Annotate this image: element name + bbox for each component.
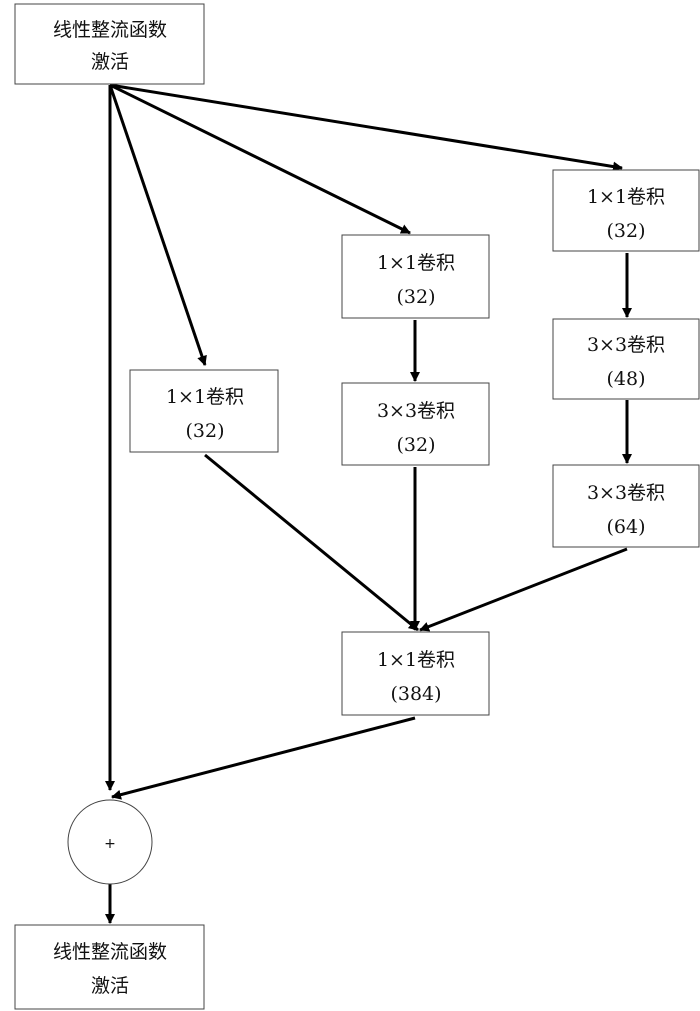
node-branch3-conv3x3-a: 3×3卷积 (48): [552, 318, 700, 400]
node-branch2-conv1x1-line1: 1×1卷积: [377, 252, 455, 274]
node-branch2-conv3x3: 3×3卷积 (32): [341, 382, 490, 466]
node-merge-conv1x1-line2: (384): [390, 683, 441, 705]
node-branch3-conv3x3-a-line1: 3×3卷积: [587, 334, 665, 356]
node-branch2-conv3x3-line1: 3×3卷积: [377, 400, 455, 422]
node-merge-conv1x1: 1×1卷积 (384): [341, 631, 490, 716]
node-branch2-conv1x1-line2: (32): [396, 286, 435, 308]
edge-merge-to-add: [111, 716, 416, 800]
edge-b1-to-merge: [204, 453, 419, 632]
edge-relu-to-branch3: [109, 83, 623, 172]
node-merge-conv1x1-line1: 1×1卷积: [377, 649, 455, 671]
node-branch1-conv1x1-line1: 1×1卷积: [166, 386, 244, 408]
edge-relu-to-branch1: [108, 84, 207, 366]
node-relu-top-line1: 线性整流函数: [53, 19, 167, 41]
node-relu-bottom-line2: 激活: [91, 975, 129, 997]
node-branch3-conv3x3-b: 3×3卷积 (64): [552, 464, 700, 548]
node-relu-top-line2: 激活: [91, 51, 129, 73]
node-add: +: [67, 799, 153, 885]
node-branch3-conv1x1-line1: 1×1卷积: [587, 186, 665, 208]
node-branch3-conv3x3-b-line1: 3×3卷积: [587, 482, 665, 504]
node-branch1-conv1x1-line2: (32): [185, 420, 224, 442]
node-relu-bottom: 线性整流函数 激活: [14, 924, 205, 1010]
node-branch2-conv3x3-line2: (32): [396, 434, 435, 456]
edge-relu-to-branch2: [109, 83, 411, 235]
node-branch3-conv1x1-line2: (32): [606, 220, 645, 242]
node-relu-top: 线性整流函数 激活: [14, 3, 205, 85]
node-branch2-conv1x1: 1×1卷积 (32): [341, 234, 490, 319]
node-branch3-conv1x1: 1×1卷积 (32): [552, 169, 700, 252]
edges: [105, 83, 632, 924]
edge-b3-to-merge: [419, 547, 628, 632]
node-branch3-conv3x3-a-line2: (48): [606, 368, 645, 390]
node-branch1-conv1x1: 1×1卷积 (32): [129, 369, 279, 453]
node-relu-bottom-line1: 线性整流函数: [53, 941, 167, 963]
node-branch3-conv3x3-b-line2: (64): [606, 516, 645, 538]
add-symbol: +: [104, 836, 116, 852]
